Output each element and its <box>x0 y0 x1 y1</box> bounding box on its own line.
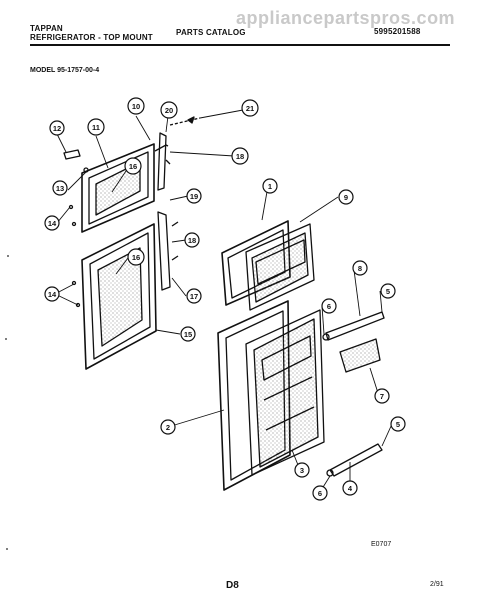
callout-7: 7 <box>380 392 384 401</box>
callout-18a: 18 <box>236 152 244 161</box>
callout-5b: 5 <box>396 420 400 429</box>
callout-16a: 16 <box>129 162 137 171</box>
date-code: 2/91 <box>430 581 444 588</box>
callout-15: 15 <box>184 330 192 339</box>
page-number: D8 <box>226 580 239 591</box>
dairy-compartment <box>339 338 381 373</box>
callout-8: 8 <box>358 264 362 273</box>
callout-circles <box>44 97 406 501</box>
door-shelf-lower <box>326 443 383 477</box>
freezer-door-shell <box>221 220 315 311</box>
callout-21: 21 <box>246 104 254 113</box>
callout-10: 10 <box>132 102 140 111</box>
brand-label: TAPPAN <box>30 24 63 33</box>
callout-19: 19 <box>190 192 198 201</box>
fresh-food-door-shell <box>217 300 325 491</box>
callout-14b: 14 <box>48 290 57 299</box>
door-shelf-upper <box>322 311 385 341</box>
callout-3: 3 <box>300 466 304 475</box>
product-subtitle: REFRIGERATOR - TOP MOUNT <box>30 33 153 42</box>
scan-speck <box>5 338 7 340</box>
callout-9: 9 <box>344 193 348 202</box>
watermark-text: appliancepartspros.com <box>236 8 456 28</box>
fresh-food-door-assembly <box>81 223 157 370</box>
callout-14a: 14 <box>48 219 57 228</box>
freezer-door-assembly <box>81 143 169 233</box>
callout-20: 20 <box>165 106 173 115</box>
callout-11: 11 <box>92 123 100 132</box>
model-number: MODEL 95-1757-00-4 <box>30 67 100 74</box>
scan-speck <box>6 548 8 550</box>
catalog-title: PARTS CATALOG <box>176 28 246 37</box>
catalog-number: 5995201588 <box>374 27 421 36</box>
callout-1: 1 <box>268 182 272 191</box>
callout-6b: 6 <box>318 489 322 498</box>
callout-12: 12 <box>53 124 61 133</box>
callout-5a: 5 <box>386 287 390 296</box>
callout-13: 13 <box>56 184 64 193</box>
scan-speck <box>7 255 9 257</box>
callout-4: 4 <box>348 484 353 493</box>
drawing-reference: E0707 <box>371 541 392 548</box>
header-rule <box>30 44 450 46</box>
callout-16b: 16 <box>132 253 140 262</box>
callout-2: 2 <box>166 423 170 432</box>
callout-6a: 6 <box>327 302 331 311</box>
callout-17: 17 <box>190 292 198 301</box>
callout-18b: 18 <box>188 236 196 245</box>
freezer-handle <box>157 132 171 191</box>
